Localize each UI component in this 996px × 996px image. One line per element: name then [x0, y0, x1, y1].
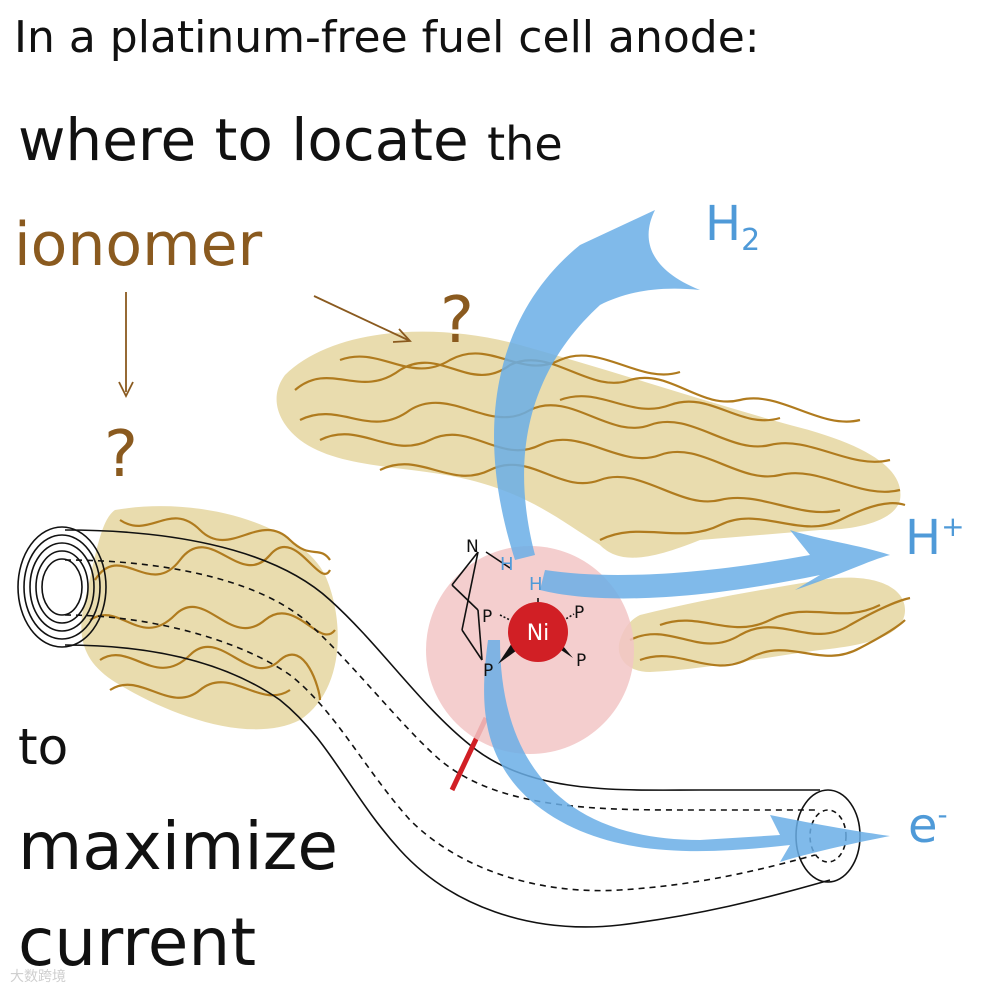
footer-current: current: [18, 904, 257, 981]
hydrogen-label-2: H: [529, 574, 543, 595]
hplus-label: H+: [905, 510, 965, 566]
ionomer-strands-upper: [294, 352, 906, 541]
electron-label-superscript: -: [937, 798, 948, 831]
phosphorus-label-2: P: [574, 603, 584, 623]
ionomer-cloud-lower: [81, 506, 338, 730]
nickel-atom: [508, 602, 568, 662]
ionomer-pointer-arrows: [118, 292, 412, 399]
hplus-label-main: H: [905, 510, 942, 566]
hplus-label-superscript: +: [941, 510, 965, 543]
ionomer-strands-lower: [89, 517, 336, 701]
title-line-2-main: where to locate: [18, 106, 488, 174]
question-mark-lower: ?: [104, 418, 138, 492]
footer-maximize: maximize: [18, 808, 339, 885]
h2-label-subscript: 2: [741, 223, 761, 258]
title-line-2: where to locate the: [18, 106, 563, 174]
ni-complex: Ni N P P P P H H: [451, 537, 586, 681]
ionomer-strands-right: [629, 596, 911, 667]
h2-label-main: H: [705, 196, 742, 252]
electron-flow-arrow: [484, 640, 890, 862]
electron-label: e-: [908, 798, 948, 854]
phosphorus-label-4: P: [576, 651, 586, 671]
hydrogen-label-1: H: [500, 554, 514, 575]
title-line-1: In a platinum-free fuel cell anode:: [14, 12, 760, 63]
hplus-flow-arrow: [540, 530, 890, 599]
ni-p-bond-dashed-right: [555, 613, 575, 626]
phosphorus-label-3: P: [483, 661, 493, 681]
ionomer-cloud-right: [618, 577, 905, 672]
carbon-nanotube: [64, 529, 831, 928]
nanotube-left-end: [17, 526, 107, 648]
watermark: 大数跨境: [10, 969, 66, 985]
nitrogen-label: N: [466, 537, 479, 557]
ionomer-heading: ionomer: [14, 210, 263, 280]
title-line-2-small: the: [487, 117, 563, 171]
phosphorus-label-1: P: [482, 607, 492, 627]
h2-flow-arrow: [494, 210, 700, 560]
footer-to: to: [18, 718, 69, 776]
ni-label: Ni: [527, 621, 550, 646]
h2-label: H2: [705, 196, 760, 258]
electron-label-main: e: [908, 798, 938, 854]
ligand-bonds: [451, 551, 539, 661]
question-mark-upper: ?: [440, 284, 474, 358]
